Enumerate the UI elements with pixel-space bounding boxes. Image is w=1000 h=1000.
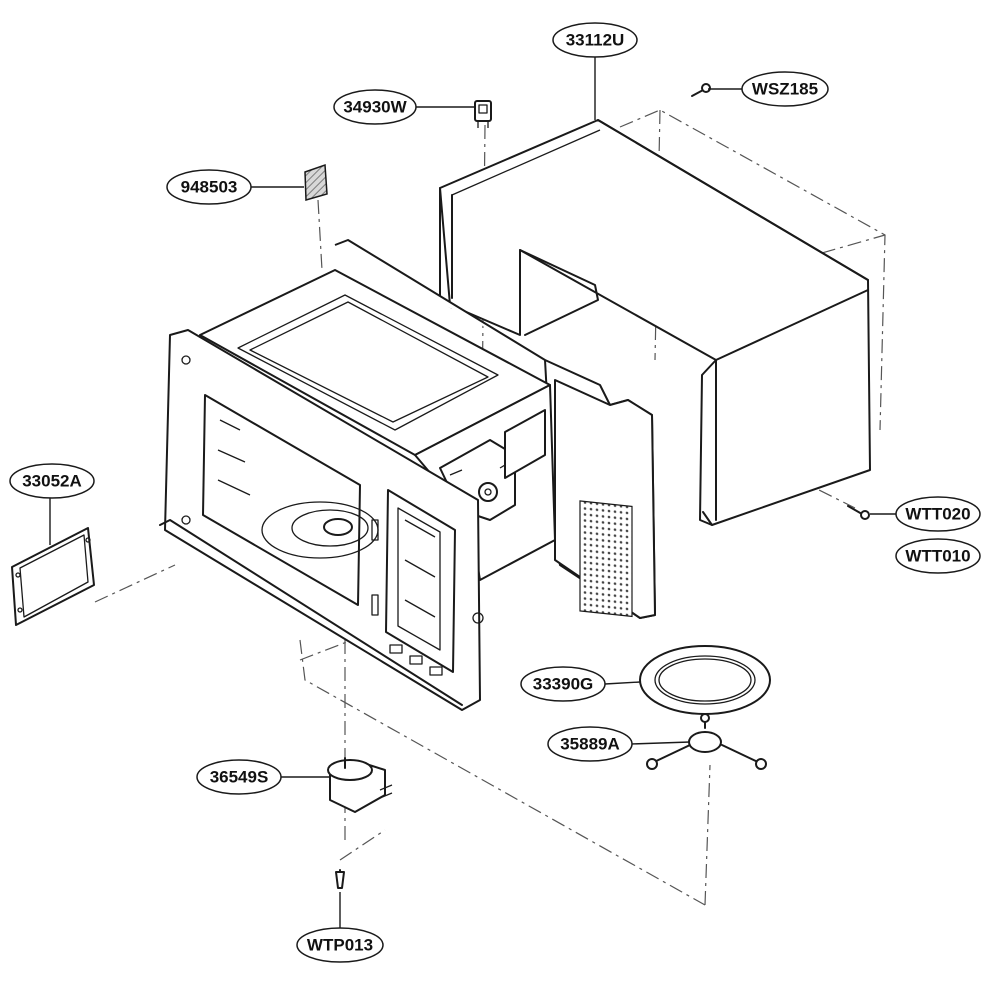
callout-label: 948503 bbox=[181, 178, 238, 197]
switch-part bbox=[474, 100, 492, 128]
callout-label: 33112U bbox=[566, 31, 625, 50]
callout-wsz185: WSZ185 bbox=[741, 71, 829, 107]
callout-33390g: 33390G bbox=[520, 666, 606, 702]
callout-36549s: 36549S bbox=[196, 759, 282, 795]
callout-label: 34930W bbox=[343, 98, 407, 117]
cabinet-screw-part bbox=[691, 83, 711, 97]
vent-grille bbox=[579, 500, 633, 618]
callout-label: 33390G bbox=[533, 675, 594, 694]
callout-label: 35889A bbox=[560, 735, 620, 754]
callout-33052a: 33052A bbox=[9, 463, 95, 499]
roller-ring-part bbox=[646, 713, 767, 770]
callout-wtt020: WTT020 bbox=[895, 496, 981, 532]
callout-label: WTT010 bbox=[905, 547, 970, 566]
callout-label: 33052A bbox=[22, 472, 82, 491]
callout-label: WTP013 bbox=[307, 936, 373, 955]
leader-lines bbox=[49, 55, 896, 930]
callout-34930w: 34930W bbox=[333, 89, 417, 125]
oven-cavity-chassis bbox=[159, 239, 656, 711]
callout-33112u: 33112U bbox=[552, 22, 638, 58]
callout-label: WTT020 bbox=[905, 505, 970, 524]
callout-35889a: 35889A bbox=[547, 726, 633, 762]
callout-label: 36549S bbox=[210, 768, 269, 787]
rear-screw-part bbox=[847, 505, 870, 520]
callout-948503: 948503 bbox=[166, 169, 252, 205]
callout-label: WSZ185 bbox=[752, 80, 818, 99]
turntable-motor-part bbox=[327, 757, 393, 813]
insulation-pad-part bbox=[304, 163, 328, 201]
callout-wtt010: WTT010 bbox=[895, 538, 981, 574]
turntable-tray-part bbox=[639, 645, 771, 715]
callout-wtp013: WTP013 bbox=[296, 927, 384, 963]
cover-plate-part bbox=[11, 527, 95, 626]
motor-screw-part bbox=[335, 869, 345, 889]
